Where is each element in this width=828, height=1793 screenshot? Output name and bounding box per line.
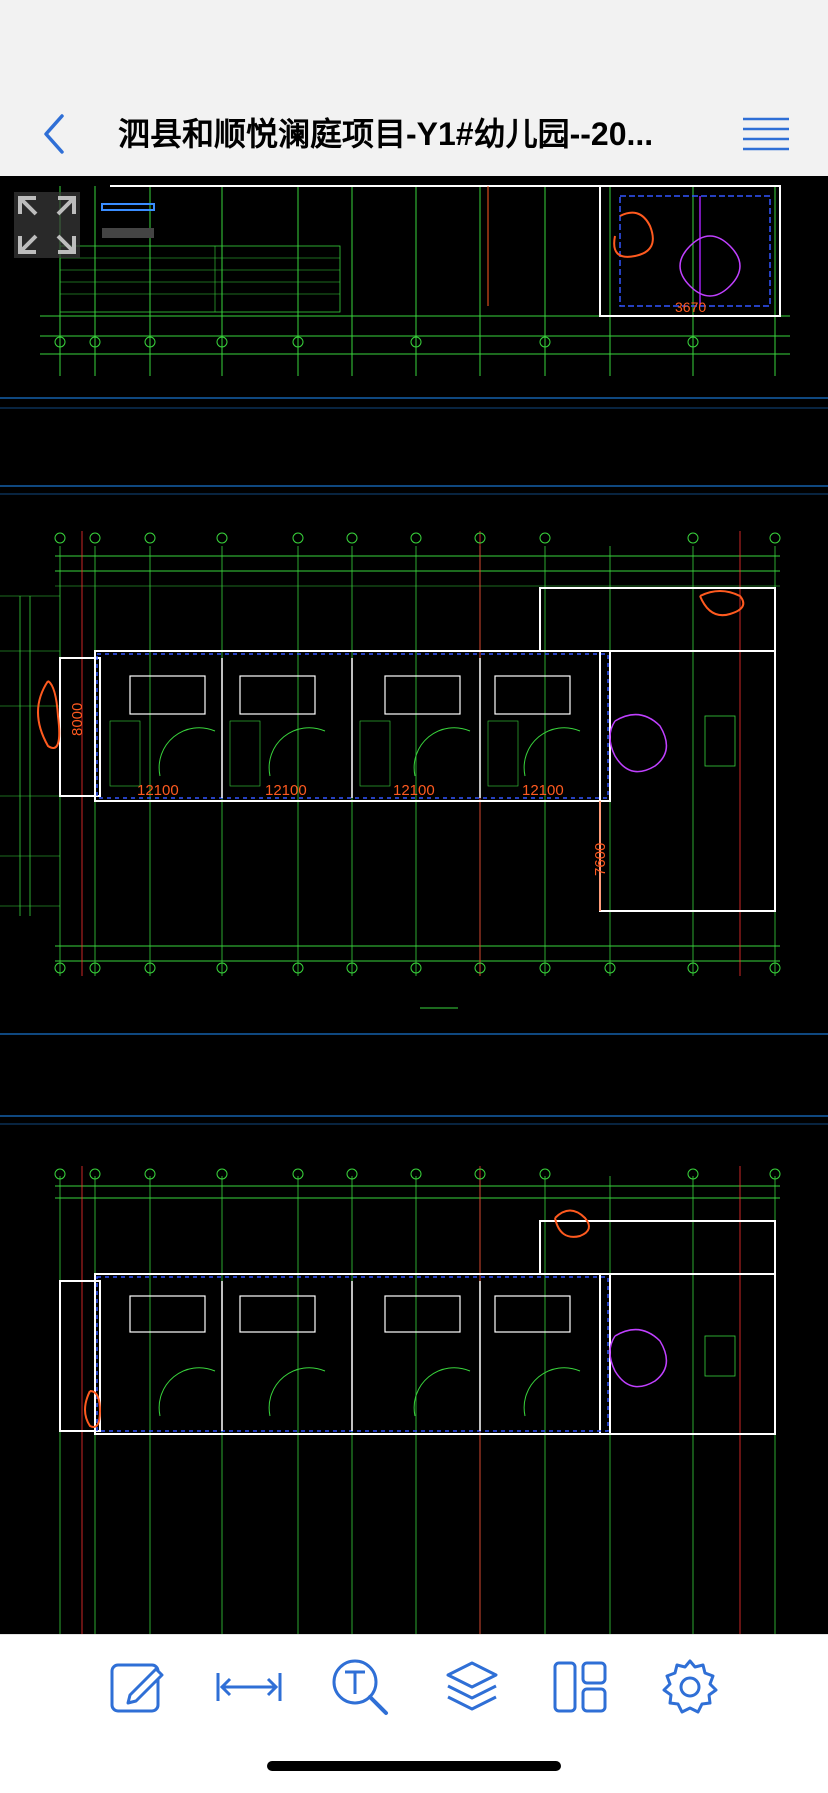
home-indicator[interactable] <box>267 1761 561 1771</box>
navigation-bar: 泗县和顺悦澜庭项目-Y1#幼儿园--20... <box>0 92 828 177</box>
edit-tool-button[interactable] <box>100 1649 176 1725</box>
dimension-icon <box>216 1673 282 1701</box>
layout-icon <box>553 1661 607 1713</box>
layers-tool-button[interactable] <box>434 1649 510 1725</box>
drawing-title: 泗县和顺悦澜庭项目-Y1#幼儿园--20... <box>118 116 654 152</box>
chevron-left-icon <box>44 114 64 154</box>
drawing-canvas[interactable]: 3670 <box>0 176 828 1634</box>
dimension-label: 12100 <box>393 782 435 799</box>
plan-upper: 3670 <box>0 185 828 409</box>
menu-button[interactable] <box>738 108 794 160</box>
layers-icon <box>446 1661 498 1711</box>
status-bar <box>0 0 828 92</box>
plan-lower <box>54 1166 781 1634</box>
settings-tool-button[interactable] <box>652 1649 728 1725</box>
bottom-toolbar <box>0 1634 828 1793</box>
plan-middle: 8000 12100 12100 12100 12100 7600 <box>0 485 828 1125</box>
dimension-label: 12100 <box>265 782 307 799</box>
gear-icon <box>662 1659 718 1714</box>
hamburger-icon <box>743 117 789 151</box>
dimension-label: 7600 <box>592 843 609 876</box>
dimension-label: 8000 <box>69 703 86 736</box>
pencil-icon <box>110 1663 164 1713</box>
dimension-label: 3670 <box>675 299 706 315</box>
dimension-label: 12100 <box>522 782 564 799</box>
text-search-tool-button[interactable] <box>322 1649 398 1725</box>
layout-tool-button[interactable] <box>542 1649 618 1725</box>
back-button[interactable] <box>28 108 80 160</box>
text-search-icon <box>332 1659 388 1715</box>
measure-tool-button[interactable] <box>211 1649 287 1725</box>
dimension-label: 12100 <box>137 782 179 799</box>
expand-icon <box>14 192 80 258</box>
cad-drawing: 3670 <box>0 185 828 1634</box>
fullscreen-button[interactable] <box>14 192 80 258</box>
